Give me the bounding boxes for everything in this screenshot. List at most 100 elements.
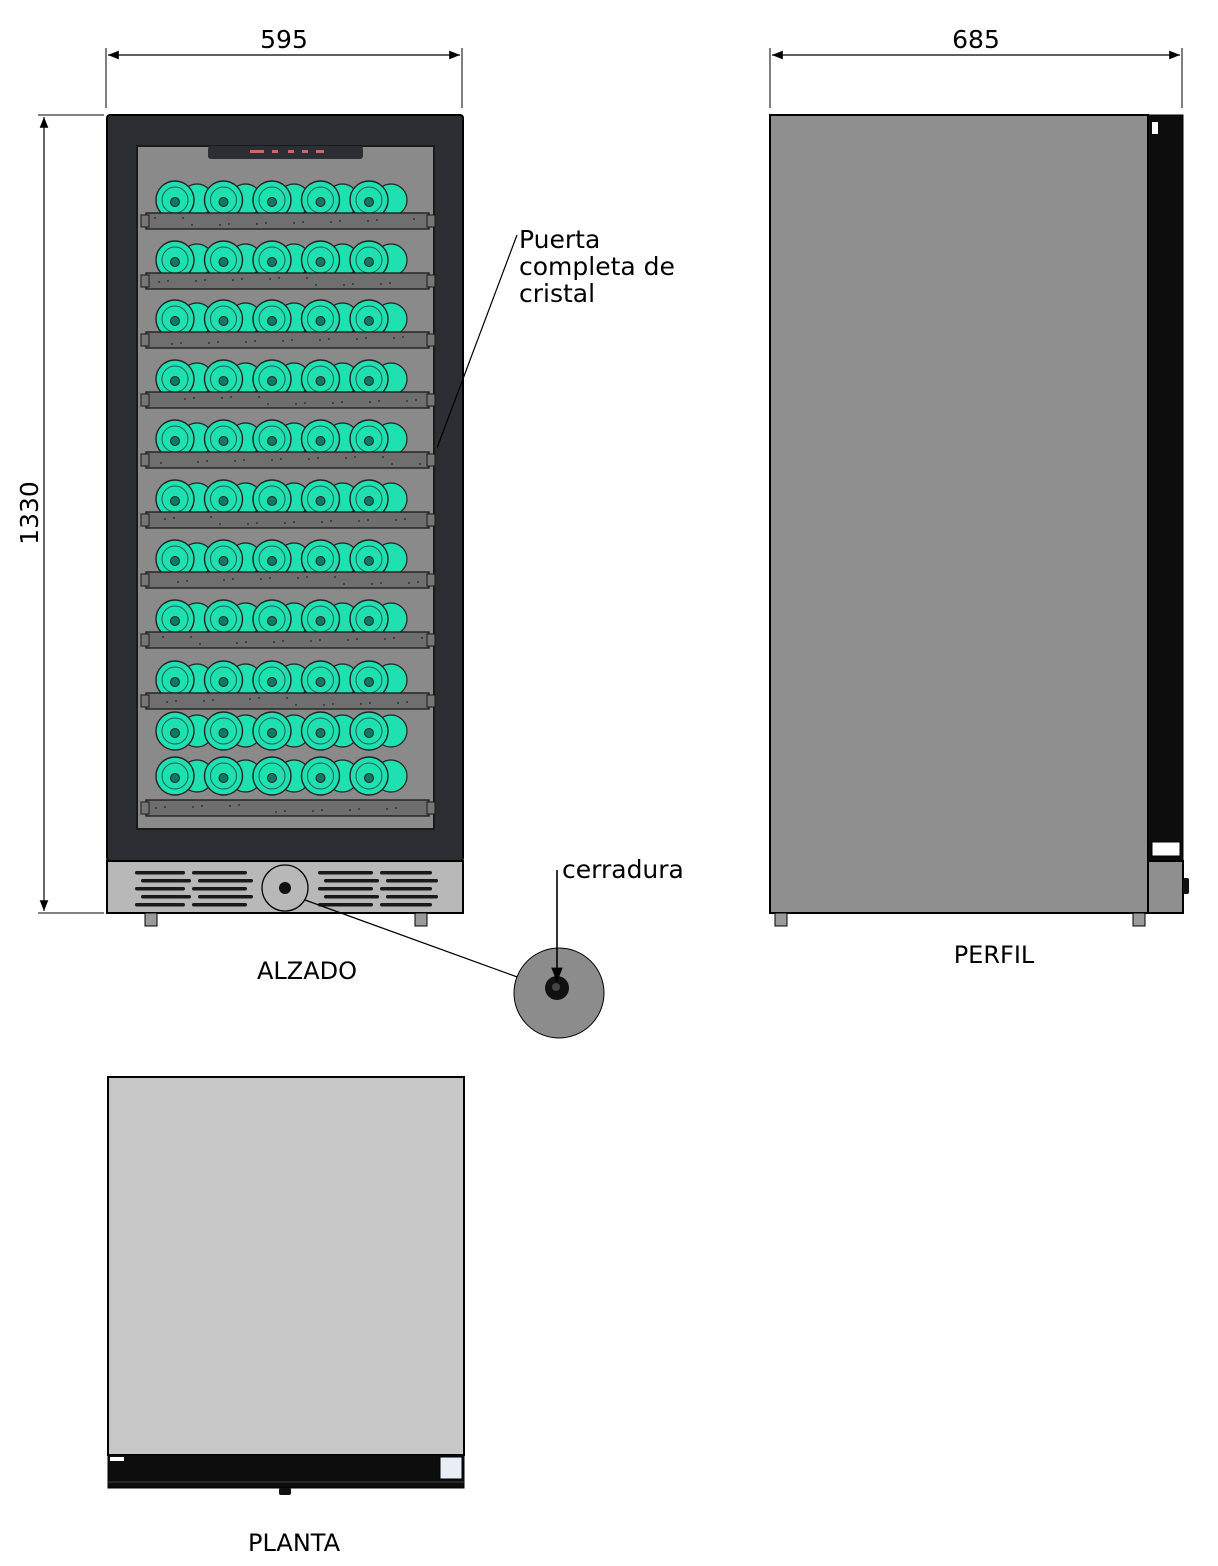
- shelf-row: [140, 240, 436, 290]
- svg-text:Puerta completa de: Puerta completa de cristal: [519, 225, 683, 308]
- vent-slot: [192, 903, 247, 907]
- vent-slot: [386, 895, 438, 899]
- top-view: PLANTA: [107, 1076, 465, 1557]
- view-label-top: PLANTA: [248, 1529, 341, 1557]
- foot-left: [144, 912, 158, 927]
- wine-bottle: [300, 299, 341, 339]
- wine-bottle: [349, 180, 389, 220]
- shelf-row: [140, 660, 436, 710]
- wine-bottle: [349, 711, 389, 751]
- wine-bottle: [349, 240, 389, 280]
- shelf-row: [140, 419, 436, 469]
- shelf-rail: [140, 451, 436, 469]
- shelf-row: [140, 180, 436, 230]
- shelf-rail: [140, 631, 436, 649]
- callout-glass-door-line-2: completa de: [519, 252, 675, 281]
- front-view: ALZADO: [106, 114, 464, 985]
- wine-bottle: [300, 599, 341, 639]
- side-panel: [769, 114, 1149, 914]
- wine-bottle: [155, 660, 195, 700]
- shelf-row: [140, 599, 436, 649]
- wine-bottle: [349, 419, 389, 459]
- wine-bottle: [300, 711, 341, 751]
- shelf-rail: [140, 272, 436, 290]
- shelf-rail: [140, 212, 436, 230]
- ventilation-grille: [135, 871, 438, 907]
- control-panel: [208, 146, 363, 159]
- vent-slot: [380, 903, 432, 907]
- wine-bottle: [203, 479, 244, 519]
- vent-slot: [198, 879, 253, 883]
- vent-slot: [141, 895, 191, 899]
- wine-bottle: [252, 660, 292, 700]
- wine-bottle: [252, 756, 292, 796]
- wine-bottle: [300, 180, 341, 220]
- vent-slot: [135, 871, 185, 875]
- shelf-row: [140, 479, 436, 529]
- wine-bottle: [349, 756, 389, 796]
- wine-bottle: [155, 711, 195, 751]
- vent-slot: [324, 879, 379, 883]
- dimension-height: 1330: [15, 114, 104, 914]
- view-label-side: PERFIL: [954, 941, 1035, 969]
- callout-lock: cerradura: [562, 855, 684, 884]
- callout-glass-door-line-3: cristal: [519, 279, 595, 308]
- side-door-edge: [1147, 114, 1184, 862]
- vent-slot: [318, 871, 373, 875]
- control-panel-indicators: [250, 150, 324, 153]
- top-panel: [107, 1076, 465, 1456]
- shelf-row: [140, 359, 436, 409]
- glass-door-callout: Puerta completa de cristal: [436, 225, 683, 449]
- wine-bottle: [203, 180, 244, 220]
- wine-bottle: [300, 756, 341, 796]
- shelf-rail: [140, 511, 436, 529]
- wine-bottle: [155, 299, 195, 339]
- wine-bottle: [203, 539, 244, 579]
- shelf-row: [155, 711, 408, 751]
- wine-bottle: [300, 359, 341, 399]
- shelf-rail: [140, 571, 436, 589]
- wine-bottle: [252, 711, 292, 751]
- wine-bottle: [155, 756, 195, 796]
- vent-slot: [135, 903, 185, 907]
- vent-slot: [135, 887, 185, 891]
- lock-keyhole: [279, 882, 291, 894]
- wine-bottle: [203, 756, 244, 796]
- vent-slot: [141, 879, 191, 883]
- vent-slot: [192, 871, 247, 875]
- shelf-rail: [140, 391, 436, 409]
- wine-bottle: [300, 479, 341, 519]
- side-base: [1147, 860, 1184, 914]
- vent-slot: [318, 903, 373, 907]
- shelf-rail: [140, 692, 436, 710]
- shelf-rail: [140, 331, 436, 349]
- wine-bottle: [203, 711, 244, 751]
- side-view: PERFIL: [769, 114, 1189, 969]
- wine-bottle: [203, 660, 244, 700]
- wine-bottle: [155, 419, 195, 459]
- top-hinge: [439, 1456, 463, 1480]
- dimension-label-width: 595: [260, 25, 308, 54]
- lock-detail: cerradura: [304, 855, 684, 1039]
- vent-slot: [192, 887, 247, 891]
- shelf-row: [140, 299, 436, 349]
- wine-bottle: [349, 599, 389, 639]
- vent-slot: [318, 887, 373, 891]
- shelf-row: [140, 539, 436, 589]
- shelf-row: [140, 756, 436, 817]
- wine-bottle: [252, 479, 292, 519]
- dimension-label-depth: 685: [952, 25, 1000, 54]
- shelf-rail: [140, 799, 436, 817]
- vent-slot: [380, 871, 432, 875]
- dimension-width-front: 595: [105, 25, 463, 108]
- vent-slot: [324, 895, 379, 899]
- foot-right: [414, 912, 428, 927]
- dimension-depth-side: 685: [769, 25, 1183, 108]
- vent-slot: [198, 895, 253, 899]
- callout-glass-door-line-1: Puerta: [519, 225, 600, 254]
- top-door-strip: [107, 1454, 465, 1489]
- side-lock: [1183, 878, 1189, 894]
- wine-bottle: [349, 539, 389, 579]
- wine-bottle: [349, 660, 389, 700]
